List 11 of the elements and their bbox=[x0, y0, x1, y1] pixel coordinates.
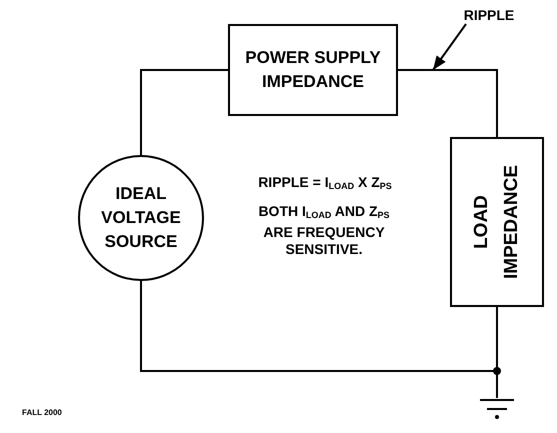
impedance-box: POWER SUPPLY IMPEDANCE bbox=[228, 24, 398, 116]
voltage-source-circle: IDEAL VOLTAGE SOURCE bbox=[78, 155, 204, 281]
wire bbox=[398, 69, 498, 137]
leader-line bbox=[432, 23, 467, 71]
footer-text: FALL 2000 bbox=[22, 408, 62, 418]
equation-text: RIPPLE = I$_{LOAD}$ X Z$_{PS}$ bbox=[257, 174, 393, 193]
ripple-label: RIPPLE bbox=[455, 6, 523, 24]
impedance-box: LOAD IMPEDANCE bbox=[450, 137, 544, 307]
wire bbox=[140, 69, 228, 155]
note-text: BOTH I$_{LOAD}$ AND Z$_{PS}$ ARE FREQUENCY SENSITIVE. bbox=[257, 203, 391, 258]
ground-symbol bbox=[480, 398, 514, 420]
